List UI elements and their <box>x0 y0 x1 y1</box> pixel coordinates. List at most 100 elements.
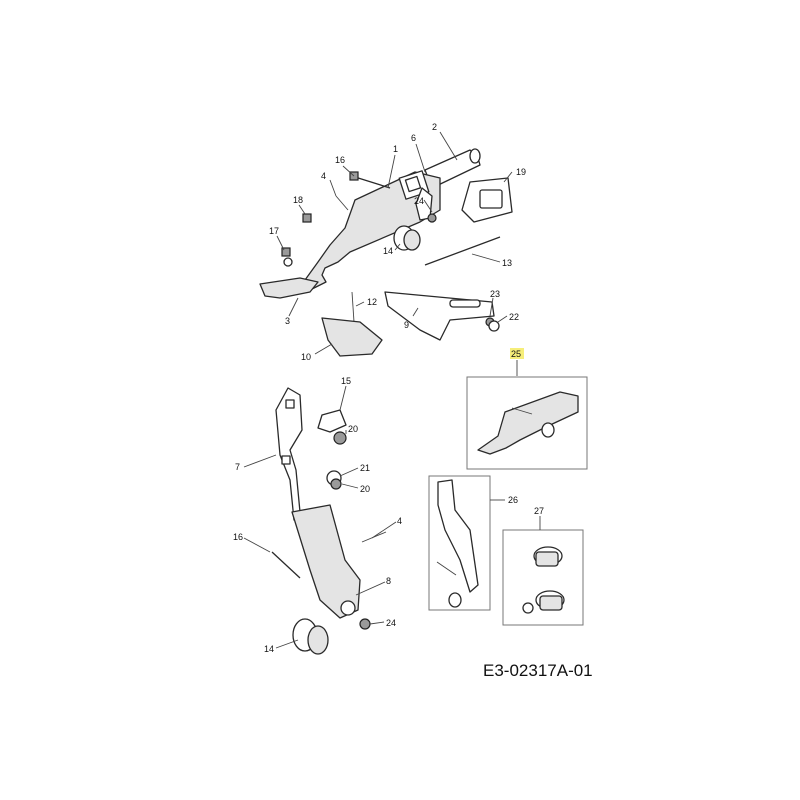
label-21: 21 <box>360 463 370 473</box>
leader-6 <box>415 143 426 173</box>
leader-14a <box>394 243 401 251</box>
nut-part-22 <box>488 320 500 332</box>
leader-9 <box>412 307 419 317</box>
leader-16a <box>342 165 355 177</box>
housing-window <box>479 189 503 209</box>
highlight-25 <box>510 348 524 359</box>
leader-16b <box>243 537 271 553</box>
plate-part-15 <box>317 409 347 433</box>
screw-part-17 <box>281 247 291 257</box>
spring-part-13 <box>424 236 501 266</box>
bracket-part-6 <box>415 187 433 221</box>
label-20a: 20 <box>348 424 358 434</box>
label-17: 17 <box>269 226 279 236</box>
label-2: 2 <box>432 122 437 132</box>
label-10: 10 <box>301 352 311 362</box>
label-27: 27 <box>534 506 544 516</box>
pin-part-4 <box>335 195 349 211</box>
leader-12 <box>355 301 365 307</box>
square-hole <box>404 175 422 193</box>
leader-2 <box>439 131 458 161</box>
label-4a: 4 <box>321 171 326 181</box>
drawing-code: E3-02317A-01 <box>483 661 593 680</box>
screw-part-18 <box>302 213 312 223</box>
assembly-26-bolt <box>436 561 457 576</box>
label-16b: 16 <box>233 532 243 542</box>
label-8: 8 <box>386 576 391 586</box>
arm-hole-top <box>285 399 295 409</box>
label-1: 1 <box>393 144 398 154</box>
label-13: 13 <box>502 258 512 268</box>
label-24a: 24 <box>414 196 424 206</box>
leader-1 <box>387 154 396 189</box>
leader-24b <box>369 621 385 625</box>
bracket-pivot <box>340 600 356 616</box>
leader-4a <box>329 179 337 197</box>
bracket-part-8 <box>291 504 361 619</box>
roller-part-14-b <box>403 229 421 251</box>
bolt-part-16b <box>271 551 301 579</box>
label-3: 3 <box>285 316 290 326</box>
label-6: 6 <box>411 133 416 143</box>
clamp-part-27a-body <box>535 551 559 567</box>
bracket-part-9 <box>384 291 495 341</box>
label-24b: 24 <box>386 618 396 628</box>
nut-part-20b <box>330 478 342 490</box>
nut-part-24b <box>359 618 371 630</box>
shaft-end <box>469 148 481 164</box>
lever-arm-part-1 <box>304 171 441 291</box>
clamp-part-27b-body <box>539 595 563 611</box>
roller-part-14b-2 <box>307 625 329 655</box>
leader-4b <box>371 521 397 539</box>
leader-22 <box>497 315 508 323</box>
kit-box-25 <box>466 348 588 470</box>
leader-14b <box>275 639 299 649</box>
nut-part-20a <box>333 431 347 445</box>
lower-assembly <box>243 385 397 655</box>
label-22: 22 <box>509 312 519 322</box>
upper-assembly <box>259 131 513 357</box>
label-18: 18 <box>293 195 303 205</box>
label-9: 9 <box>404 320 409 330</box>
leader-15 <box>339 385 347 411</box>
plate-part-10 <box>321 317 383 357</box>
leader-24a <box>423 199 433 213</box>
label-15: 15 <box>341 376 351 386</box>
washer-part-17 <box>283 257 293 267</box>
leader-13 <box>471 253 501 263</box>
leader-20b <box>341 483 359 489</box>
assembly-26-arm <box>437 479 479 593</box>
assembly-25-arm <box>477 391 579 455</box>
leader-3 <box>288 297 299 317</box>
box-27 <box>502 529 584 626</box>
assembly-25-bolt <box>511 407 533 415</box>
label-23: 23 <box>490 289 500 299</box>
leader-8 <box>355 581 386 596</box>
spring-part-12 <box>351 291 355 323</box>
label-14a: 14 <box>383 246 393 256</box>
clamp-ring <box>522 602 534 614</box>
kit-box-27 <box>502 516 584 626</box>
arm-hole-mid <box>281 455 291 465</box>
bolt-part-16 <box>354 176 391 189</box>
label-12: 12 <box>367 297 377 307</box>
label-26: 26 <box>508 495 518 505</box>
label-4b: 4 <box>397 516 402 526</box>
label-16a: 16 <box>335 155 345 165</box>
leader-21 <box>339 467 359 477</box>
label-20b: 20 <box>360 484 370 494</box>
assembly-25-roller <box>541 422 555 438</box>
label-19: 19 <box>516 167 526 177</box>
label-7: 7 <box>235 462 240 472</box>
slot-part-9 <box>449 299 481 308</box>
part-number-labels: 1 2 3 4 4 6 7 8 9 10 12 13 14 14 15 16 1… <box>233 122 544 654</box>
pedal-part-3 <box>259 277 319 299</box>
leader-18 <box>298 204 306 215</box>
label-25: 25 <box>511 349 521 359</box>
kit-box-26 <box>428 475 505 611</box>
leader-7 <box>243 454 277 468</box>
assembly-26-roller <box>448 592 462 608</box>
nut-part-24 <box>427 213 437 223</box>
leader-23 <box>489 297 494 317</box>
